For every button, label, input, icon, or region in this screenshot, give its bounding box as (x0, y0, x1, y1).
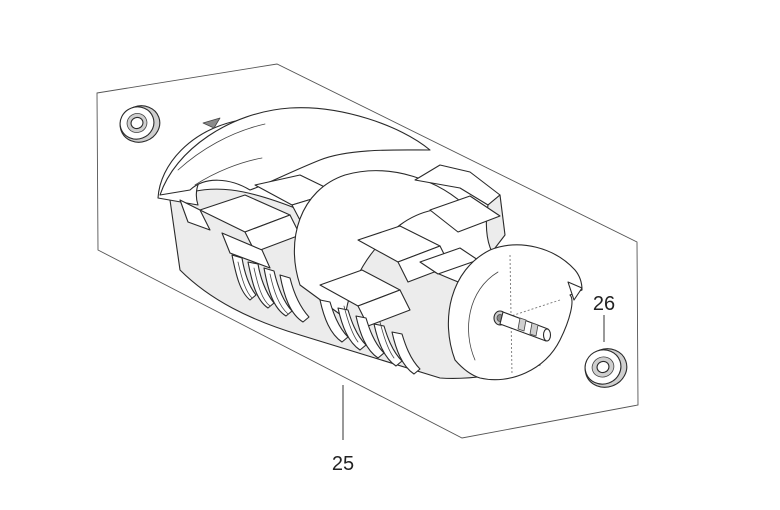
rotor-auger-assembly (157, 107, 583, 381)
callout-number-25: 25 (332, 453, 354, 475)
end-disc-right (447, 244, 583, 381)
bearing-right (584, 348, 628, 388)
vanes-right (319, 299, 421, 375)
auger-flight-left (159, 107, 431, 196)
assembly-frame (96, 63, 639, 439)
vanes-left (231, 254, 310, 323)
rotor-shaft (493, 310, 552, 342)
paddle-plates-right (319, 225, 479, 327)
callout-number-26: 26 (593, 293, 615, 315)
bearing-left (119, 105, 161, 143)
